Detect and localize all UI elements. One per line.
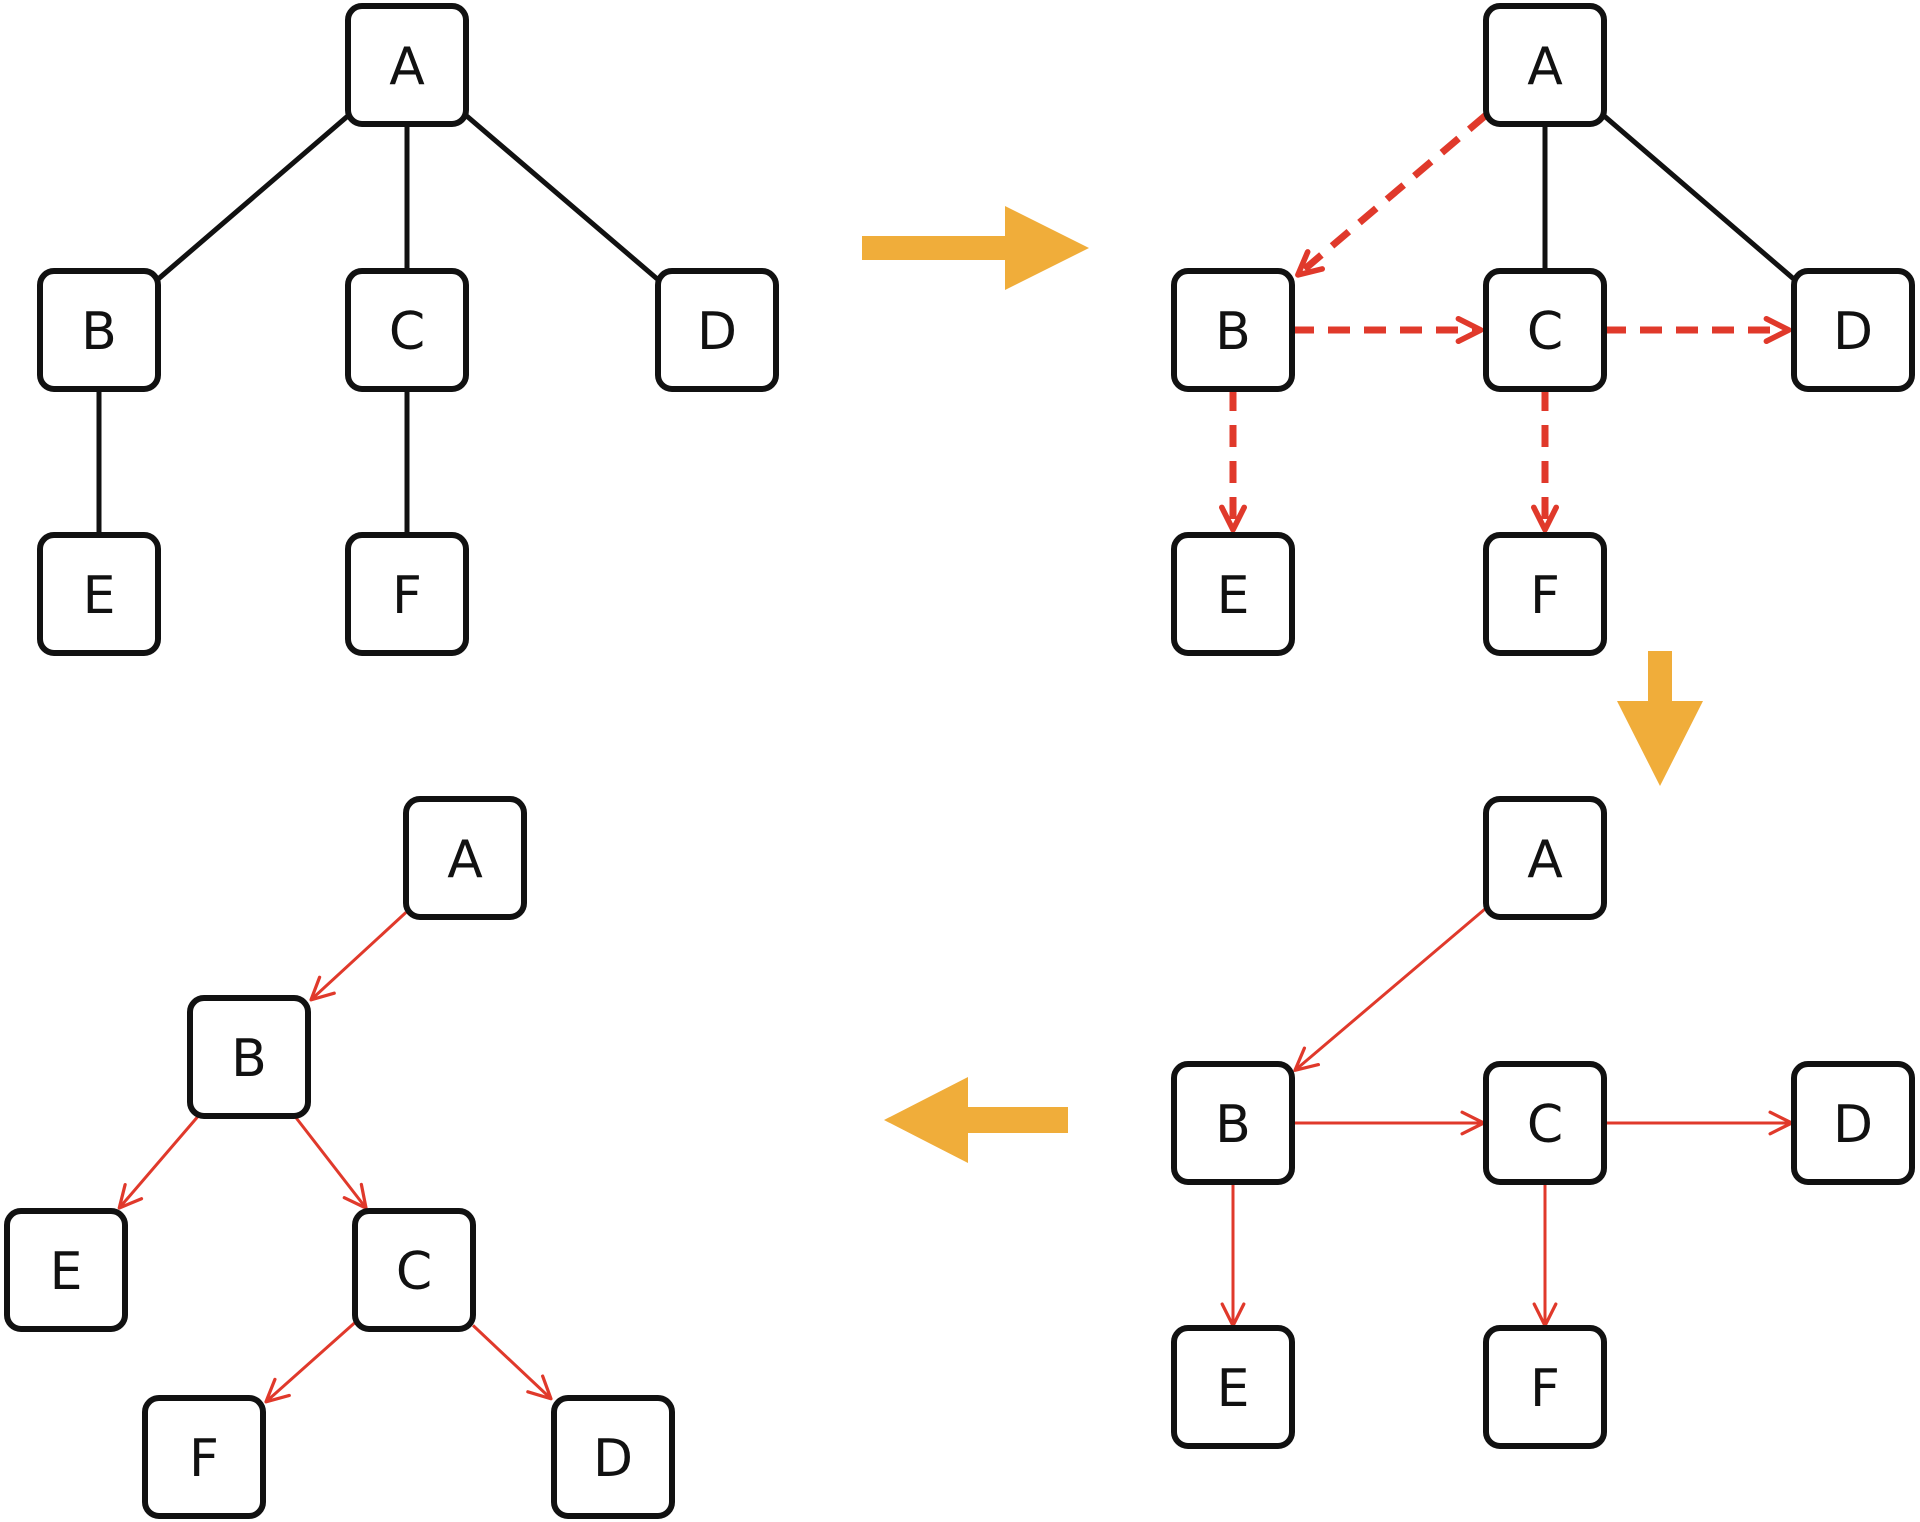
node-label: C xyxy=(389,302,425,362)
node-box xyxy=(1483,1061,1607,1185)
edges-layer xyxy=(96,112,1797,1404)
node-a: A xyxy=(403,796,527,920)
node-box xyxy=(352,1208,476,1332)
node-a: A xyxy=(345,3,469,127)
node-box xyxy=(37,532,161,656)
edge-a-d xyxy=(1601,113,1797,282)
node-box xyxy=(655,268,779,392)
node-label: F xyxy=(392,566,422,626)
edge-a-b xyxy=(1295,112,1489,278)
node-e: E xyxy=(4,1208,128,1332)
node-label: E xyxy=(1217,566,1250,626)
node-d: D xyxy=(1791,1061,1915,1185)
node-d: D xyxy=(1791,268,1915,392)
edge-b-c xyxy=(293,1115,368,1210)
node-box xyxy=(1483,268,1607,392)
node-b: B xyxy=(37,268,161,392)
node-d: D xyxy=(551,1395,675,1519)
edge-a-b xyxy=(155,113,351,282)
node-label: A xyxy=(1527,37,1563,97)
node-f: F xyxy=(1483,1325,1607,1449)
node-label: E xyxy=(50,1242,83,1302)
edge-a-b xyxy=(309,911,408,1002)
node-label: B xyxy=(1215,1095,1251,1155)
node-label: D xyxy=(593,1429,633,1489)
node-label: D xyxy=(1833,1095,1873,1155)
step-arrow-right-icon xyxy=(862,206,1089,290)
node-box xyxy=(1483,796,1607,920)
node-b: B xyxy=(1171,1061,1295,1185)
node-box xyxy=(142,1395,266,1519)
node-box xyxy=(1171,532,1295,656)
node-c: C xyxy=(1483,268,1607,392)
node-f: F xyxy=(1483,532,1607,656)
node-label: B xyxy=(231,1029,267,1089)
node-box xyxy=(1483,532,1607,656)
node-label: C xyxy=(396,1242,432,1302)
step-arrows-layer xyxy=(862,206,1703,1163)
nodes-relinking-tree: A B C D E F xyxy=(1171,3,1915,656)
edge-a-b xyxy=(1293,906,1487,1072)
panel-binary-links-tree xyxy=(1220,906,1794,1328)
node-box xyxy=(1791,1061,1915,1185)
node-e: E xyxy=(1171,1325,1295,1449)
node-label: C xyxy=(1527,1095,1563,1155)
node-e: E xyxy=(37,532,161,656)
node-label: F xyxy=(189,1429,219,1489)
node-box xyxy=(345,3,469,127)
node-f: F xyxy=(142,1395,266,1519)
node-box xyxy=(345,268,469,392)
panel-original-tree xyxy=(96,112,661,538)
node-box xyxy=(1171,268,1295,392)
node-label: F xyxy=(1530,566,1560,626)
node-label: E xyxy=(83,566,116,626)
edge-b-e xyxy=(117,1115,200,1210)
node-f: F xyxy=(345,532,469,656)
node-e: E xyxy=(1171,532,1295,656)
node-d: D xyxy=(655,268,779,392)
node-box xyxy=(1791,268,1915,392)
node-box xyxy=(551,1395,675,1519)
node-c: C xyxy=(345,268,469,392)
nodes-original-tree: A B C D E F xyxy=(37,3,779,656)
edge-c-f xyxy=(264,1321,356,1404)
node-label: A xyxy=(389,37,425,97)
node-label: A xyxy=(447,830,483,890)
node-label: F xyxy=(1530,1359,1560,1419)
node-box xyxy=(37,268,161,392)
node-label: B xyxy=(1215,302,1251,362)
edge-a-d xyxy=(463,112,661,283)
node-c: C xyxy=(352,1208,476,1332)
nodes-binary-tree: A B C D E F xyxy=(4,796,675,1519)
panel-binary-tree xyxy=(117,911,553,1404)
nodes-binary-links-tree: A B C D E F xyxy=(1171,796,1915,1449)
nodes-layer: A B C D E F A B C D E F A B C D E F A B C D E F xyxy=(4,3,1915,1519)
node-label: B xyxy=(81,302,117,362)
node-box xyxy=(403,796,527,920)
node-label: A xyxy=(1527,830,1563,890)
step-arrow-left-icon xyxy=(884,1077,1068,1163)
node-label: D xyxy=(1833,302,1873,362)
node-box xyxy=(4,1208,128,1332)
node-b: B xyxy=(1171,268,1295,392)
node-box xyxy=(187,995,311,1119)
node-box xyxy=(345,532,469,656)
panel-relinking-tree xyxy=(1219,112,1797,533)
node-box xyxy=(1483,1325,1607,1449)
node-box xyxy=(1171,1325,1295,1449)
edge-c-d xyxy=(471,1324,553,1401)
node-box xyxy=(1483,3,1607,127)
node-c: C xyxy=(1483,1061,1607,1185)
node-a: A xyxy=(1483,3,1607,127)
node-a: A xyxy=(1483,796,1607,920)
node-b: B xyxy=(187,995,311,1119)
node-label: C xyxy=(1527,302,1563,362)
step-arrow-down-icon xyxy=(1617,651,1703,786)
node-label: D xyxy=(697,302,737,362)
node-label: E xyxy=(1217,1359,1250,1419)
node-box xyxy=(1171,1061,1295,1185)
